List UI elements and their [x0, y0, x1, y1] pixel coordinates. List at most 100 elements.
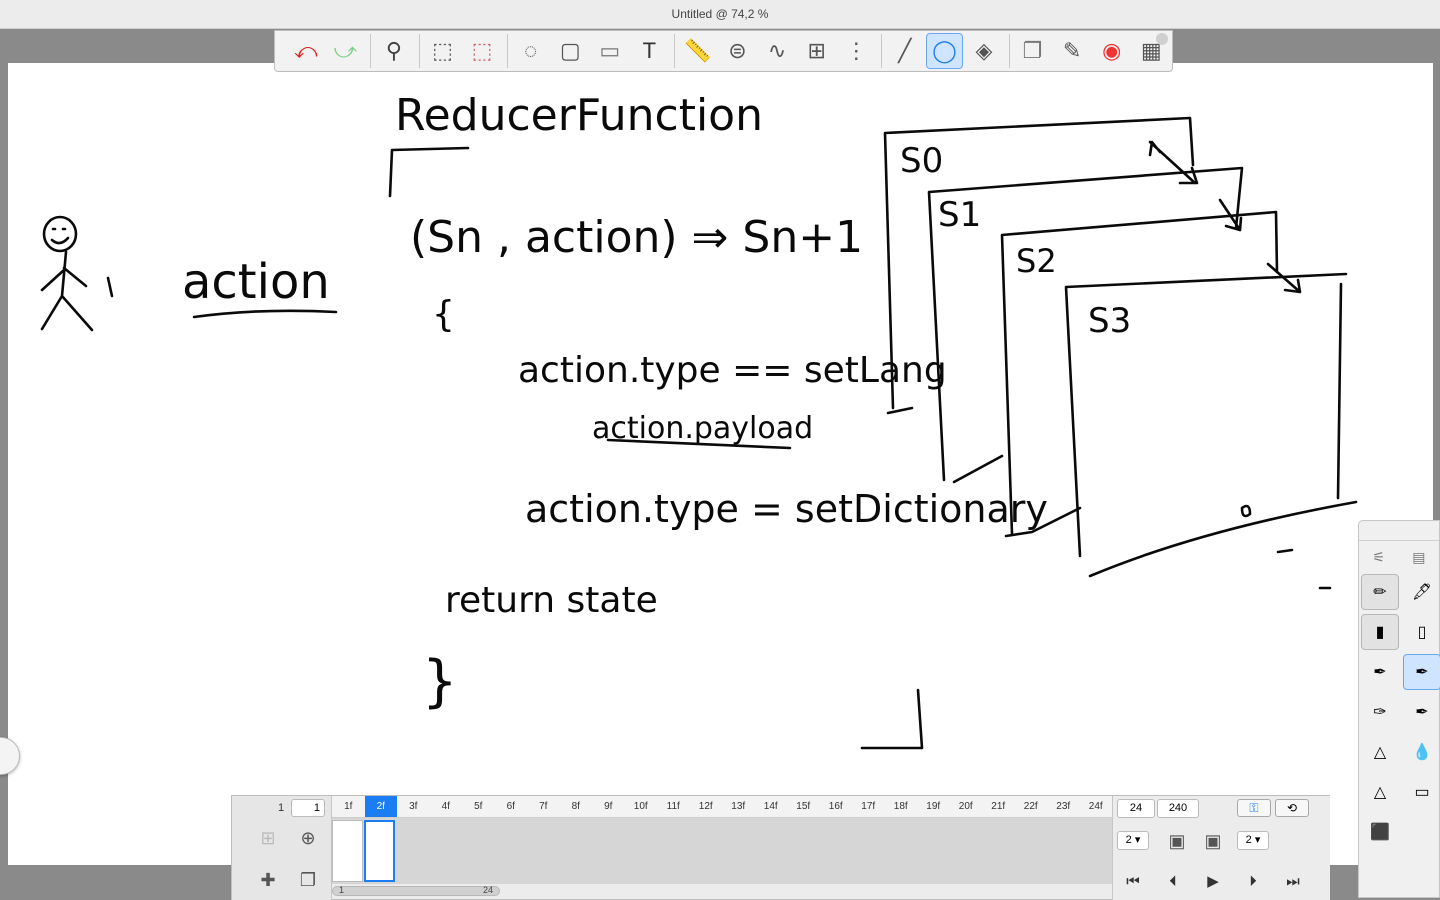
zoom-icon[interactable]: ⚲: [385, 38, 402, 63]
animation-timeline: 1 1 ⊞ ⊕ ✚ ❐ 1f 2f 3f 4f 5f 6f 7f 8f 9f 10f 11f 12f 1…: [231, 795, 1330, 900]
frame-label[interactable]: 4f: [441, 801, 450, 812]
soft-airbrush-icon[interactable]: △: [1373, 784, 1387, 801]
fill-bucket-icon[interactable]: ▭: [599, 38, 621, 63]
brushes-icon[interactable]: ✎: [1062, 38, 1082, 63]
brush-panel-header[interactable]: [1359, 521, 1439, 541]
frame-label[interactable]: 5f: [474, 801, 483, 812]
eraser-brush-icon[interactable]: ▭: [1414, 784, 1430, 801]
fill-brush-icon[interactable]: ⬛: [1370, 824, 1390, 841]
ellipse-guide-icon[interactable]: ⊜: [728, 38, 747, 63]
drawing-canvas[interactable]: [8, 63, 1433, 865]
move-layer-icon[interactable]: ✚: [260, 869, 276, 890]
onion-before-value: 2: [1125, 834, 1132, 846]
watercolor-brush-icon[interactable]: 💧: [1412, 744, 1432, 761]
frame-label[interactable]: 23f: [1056, 801, 1071, 812]
keyframe-icon[interactable]: ⚿: [1237, 799, 1271, 817]
undo-icon[interactable]: ⤺: [294, 38, 318, 63]
layers-icon[interactable]: ❐: [1022, 38, 1043, 63]
window-title: Untitled @ 74,2 %: [0, 0, 1440, 29]
frame-label[interactable]: 13f: [731, 801, 746, 812]
frame-label[interactable]: 22f: [1023, 801, 1038, 812]
fineliner-brush-icon[interactable]: ✒: [1403, 654, 1440, 690]
toolbar-separator: [418, 34, 420, 68]
play-icon[interactable]: ▶: [1207, 873, 1219, 890]
frame-label[interactable]: 8f: [571, 801, 580, 812]
clear-select-icon[interactable]: ⬚: [471, 38, 493, 63]
frame-label[interactable]: 6f: [506, 801, 515, 812]
frame-label[interactable]: 24f: [1088, 801, 1103, 812]
redo-icon[interactable]: ⤻: [333, 38, 358, 63]
first-frame-icon[interactable]: ⏮: [1126, 872, 1140, 890]
lasso-icon[interactable]: ◌: [524, 38, 538, 63]
frame-label[interactable]: 17f: [861, 801, 876, 812]
frame-label[interactable]: 2f: [364, 796, 397, 817]
delete-layer-icon[interactable]: ⊞: [260, 827, 276, 848]
frame-label[interactable]: 21f: [991, 801, 1006, 812]
toolbar-collapse-button[interactable]: [1156, 33, 1168, 45]
frame-label[interactable]: 14f: [763, 801, 778, 812]
layer-start-number: 1: [278, 802, 285, 814]
brush-panel-icons: ⚟ ▤: [1359, 541, 1439, 570]
ink-pen-brush-icon[interactable]: ✑: [1373, 704, 1387, 721]
brush-grid: ✏ 🖋 ▮ ▯ ✒ ✒ ✑ ✒ △ 💧 △ ▭ ⬛: [1359, 570, 1440, 850]
onion-after-select[interactable]: 2 ▾: [1237, 831, 1269, 850]
frame-label[interactable]: 19f: [926, 801, 941, 812]
text-icon[interactable]: T: [642, 38, 657, 63]
ruler-icon[interactable]: 📏: [684, 38, 712, 63]
airbrush-icon[interactable]: △: [1373, 744, 1387, 761]
playback-controls: 24 240 ⚿ ⟲ 2 ▾ ▣ ▣ 2 ▾ ⏮ ⏴ ▶ ⏵ ⏭: [1112, 796, 1330, 900]
frame-label[interactable]: 10f: [633, 801, 648, 812]
next-frame-icon[interactable]: ⏵: [1249, 872, 1257, 890]
onion-skin-after-icon[interactable]: ▣: [1204, 830, 1222, 851]
shapes-icon[interactable]: ◈: [975, 38, 993, 63]
layer-current-field[interactable]: 1: [291, 799, 325, 817]
ellipse-tool-icon[interactable]: ◯: [925, 33, 964, 69]
duplicate-layer-icon[interactable]: ❐: [299, 869, 317, 890]
frame-thumbnail-2[interactable]: [364, 820, 395, 882]
ballpoint-brush-icon[interactable]: ✒: [1373, 664, 1387, 681]
frame-label[interactable]: 16f: [828, 801, 843, 812]
symmetry-icon[interactable]: ⋮: [845, 38, 868, 63]
color-wheel-icon[interactable]: ◉: [1102, 38, 1122, 63]
palette-icon[interactable]: ▦: [1140, 38, 1162, 63]
frame-label[interactable]: 1f: [344, 801, 353, 812]
brush-settings-icon[interactable]: ⚟: [1372, 549, 1386, 565]
frame-label[interactable]: 11f: [666, 801, 680, 812]
perspective-icon[interactable]: ⊞: [807, 38, 826, 63]
frame-thumbnail-1[interactable]: [332, 820, 363, 882]
onion-before-select[interactable]: 2 ▾: [1117, 831, 1149, 850]
toolbar-separator: [1008, 34, 1010, 68]
brush-grid-view-icon[interactable]: ▤: [1412, 549, 1426, 565]
frame-label[interactable]: 15f: [796, 801, 811, 812]
fountain-pen-brush-icon[interactable]: ✒: [1415, 704, 1429, 721]
pencil-brush-icon[interactable]: ✏: [1361, 574, 1399, 610]
main-toolbar: ⤺ ⤻ ⚲ ⬚ ⬚ ◌ ▢ ▭ T 📏 ⊜ ∿ ⊞ ⋮ ╱ ◯ ◈ ❐ ✎ ◉ ▦: [274, 30, 1173, 72]
frame-label[interactable]: 18f: [893, 801, 908, 812]
frame-label[interactable]: 20f: [958, 801, 973, 812]
chisel-marker-brush-icon[interactable]: ▯: [1417, 624, 1427, 641]
add-layer-icon[interactable]: ⊕: [300, 827, 316, 848]
rect-select-icon[interactable]: ⬚: [432, 38, 453, 63]
technical-pen-brush-icon[interactable]: 🖋: [1411, 584, 1433, 601]
transform-icon[interactable]: ▢: [559, 38, 581, 63]
timeline-layer-controls: 1 1 ⊞ ⊕ ✚ ❐: [232, 796, 332, 900]
onion-after-value: 2: [1245, 834, 1252, 846]
frames-track[interactable]: [332, 818, 1112, 884]
brush-panel: ⚟ ▤ ✏ 🖋 ▮ ▯ ✒ ✒ ✑ ✒ △ 💧 △ ▭ ⬛: [1358, 520, 1440, 898]
french-curve-icon[interactable]: ∿: [767, 38, 787, 63]
fps-field[interactable]: 24: [1117, 799, 1155, 818]
frame-label[interactable]: 7f: [539, 801, 548, 812]
timeline-scrollbar[interactable]: 1 24: [332, 885, 500, 896]
total-frames-field[interactable]: 240: [1157, 799, 1199, 818]
frame-label[interactable]: 3f: [409, 801, 418, 812]
frame-label[interactable]: 9f: [604, 801, 613, 812]
toolbar-separator: [881, 34, 883, 68]
last-frame-icon[interactable]: ⏭: [1286, 872, 1300, 890]
marker-brush-icon[interactable]: ▮: [1361, 614, 1399, 650]
previous-frame-icon[interactable]: ⏴: [1169, 872, 1177, 890]
loop-icon[interactable]: ⟲: [1275, 799, 1309, 817]
stroke-icon[interactable]: ╱: [898, 38, 912, 63]
scroll-start-label: 1: [339, 885, 345, 895]
onion-skin-before-icon[interactable]: ▣: [1168, 830, 1186, 851]
frame-label[interactable]: 12f: [698, 801, 713, 812]
